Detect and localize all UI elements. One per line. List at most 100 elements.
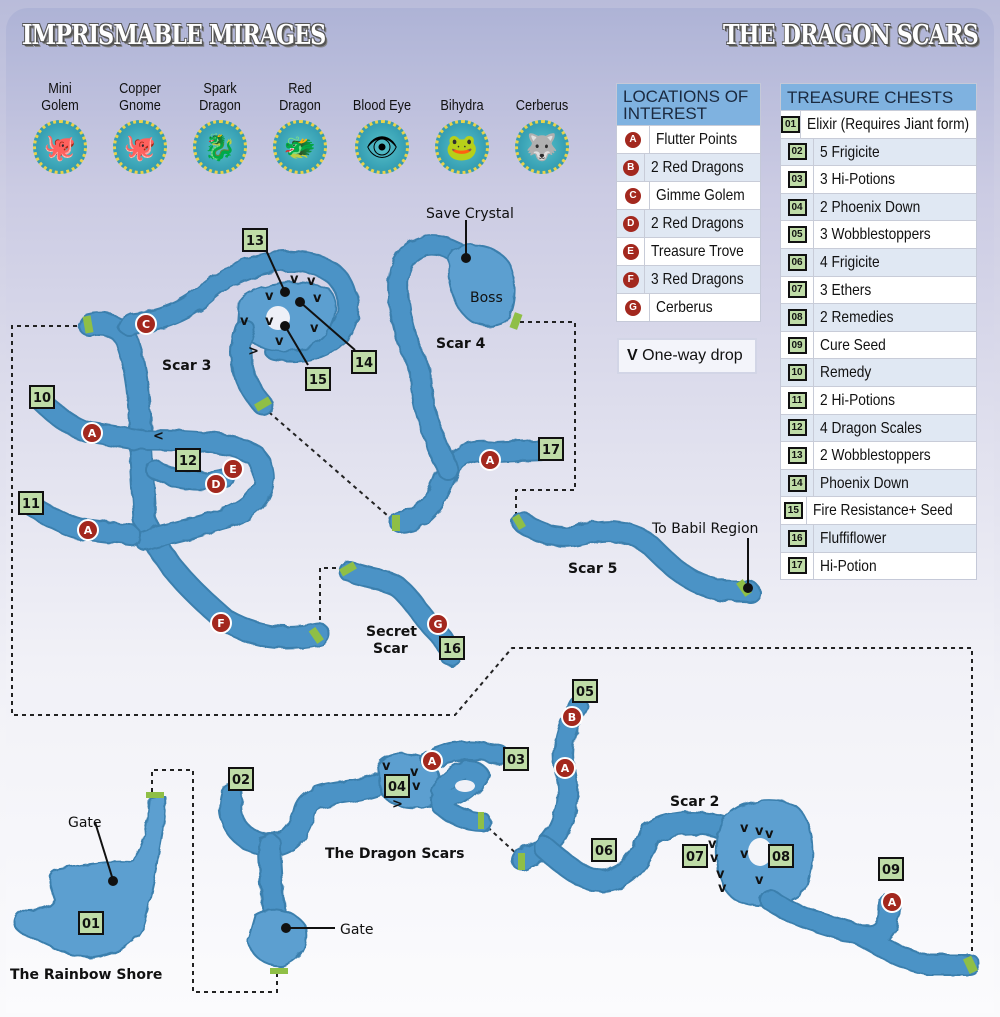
exit-marker[interactable] [392,515,400,531]
marker-a[interactable]: A [479,449,501,471]
chest-box [878,857,904,881]
marker-c[interactable]: C [135,313,157,335]
one-way-drop-icon: v [290,272,299,287]
to-babil-label: To Babil Region [651,521,758,537]
chest-15[interactable]: 15 [305,367,331,391]
label-scar4: Scar 4 [436,336,486,352]
dotted-connectors [11,321,973,993]
chest-number: 05 [576,685,594,700]
chest-number: 06 [595,844,613,859]
chest-icon: 14 [787,474,807,492]
marker-circle [421,750,443,772]
chest-01[interactable]: 01 [78,911,104,935]
chest-14[interactable]: 14 [351,350,377,374]
marker-circle [222,458,244,480]
label-scar5: Scar 5 [568,561,617,577]
gnome-icon: 🐙 [113,120,167,174]
chest-icon: 16 [787,529,807,547]
treasure-label: Fluffiflower [820,529,887,547]
chest-icon: 15 [783,502,803,520]
exit-marker[interactable] [308,626,324,644]
chest-box [351,350,377,374]
chest-11[interactable]: 11 [18,491,44,515]
chest-icon: 17 [787,557,807,575]
chest-number: 15 [309,373,327,388]
chest-08[interactable]: 08 [768,844,794,868]
exit-marker[interactable] [509,312,523,330]
cerberus-icon: 🐺 [515,120,569,174]
treasure-label: Cure Seed [820,336,886,354]
marker-f[interactable]: F [210,612,232,634]
chest-12[interactable]: 12 [175,448,201,472]
chest-box [78,911,104,935]
marker-letter: A [486,454,495,467]
chest-icon: 11 [787,391,807,409]
chest-number: 10 [33,391,51,406]
area-exits [82,312,978,974]
chest-03[interactable]: 03 [503,747,529,771]
marker-letter: A [888,896,897,909]
marker-e[interactable]: E [222,458,244,480]
chest-07[interactable]: 07 [682,844,708,868]
label-secret-scar-2: Scar [373,641,408,657]
exit-marker[interactable] [146,792,164,798]
treasure-label: Phoenix Down [820,474,909,492]
dragon-scars-passages [218,740,510,967]
chest-17[interactable]: 17 [538,437,564,461]
exit-marker[interactable] [254,396,272,412]
chest-16[interactable]: 16 [439,636,465,660]
chest-icon: 07 [787,281,807,299]
marker-a[interactable]: A [77,519,99,541]
marker-g[interactable]: G [427,613,449,635]
chest-icon: 03 [787,170,807,188]
marker-a[interactable]: A [421,750,443,772]
chest-09[interactable]: 09 [878,857,904,881]
marker-circle [77,519,99,541]
chest-icon: 02 [787,143,807,161]
golem-icon: 🐙 [33,120,87,174]
exit-marker[interactable] [962,955,978,974]
marker-a-icon: A [625,131,641,148]
chest-02[interactable]: 02 [228,767,254,791]
gate-label: Gate [68,815,102,831]
treasure-label: 5 Frigicite [820,143,880,161]
exit-marker[interactable] [518,853,525,870]
one-way-drop-icon: < [153,429,164,444]
one-way-drop-icon: v [275,334,284,349]
treasure-label: Elixir (Requires Jiant form) [807,116,970,133]
exit-marker[interactable] [512,513,526,531]
exit-marker[interactable] [82,315,94,334]
chest-icon: 06 [787,253,807,271]
exit-marker[interactable] [270,968,288,974]
chest-04[interactable]: 04 [384,774,410,798]
marker-circle [427,613,449,635]
chest-05[interactable]: 05 [572,679,598,703]
marker-d[interactable]: D [205,473,227,495]
exit-marker[interactable] [478,812,484,829]
exit-marker[interactable] [339,561,357,577]
chest-number: 14 [355,356,373,371]
chest-13[interactable]: 13 [242,228,268,252]
marker-letter: A [561,762,570,775]
chest-06[interactable]: 06 [591,838,617,862]
marker-a[interactable]: A [554,757,576,779]
marker-b[interactable]: B [561,706,583,728]
treasure-row: 03 3 Hi-Potions [781,165,976,193]
one-way-drop-icon: v [765,827,774,842]
treasure-label: Fire Resistance+ Seed [812,502,953,520]
marker-a[interactable]: A [881,891,903,913]
marker-a[interactable]: A [81,422,103,444]
one-way-drop-icon: v [718,881,727,896]
chest-10[interactable]: 10 [29,385,55,409]
chest-box [18,491,44,515]
treasure-label: 3 Hi-Potions [820,171,895,189]
